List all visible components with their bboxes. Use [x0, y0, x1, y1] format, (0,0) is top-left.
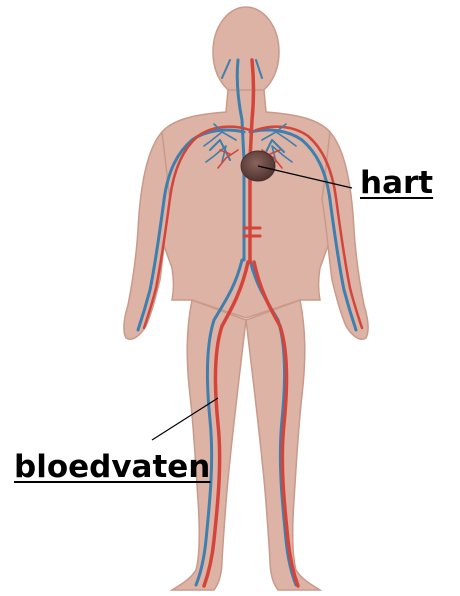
- right-arm: [322, 132, 368, 339]
- left-arm: [124, 132, 170, 339]
- head: [213, 7, 279, 97]
- human-body-silhouette: [124, 7, 368, 590]
- neck-and-torso: [153, 90, 339, 318]
- blood-vessels-label: bloedvaten: [14, 452, 210, 483]
- heart-label: hart: [360, 168, 433, 199]
